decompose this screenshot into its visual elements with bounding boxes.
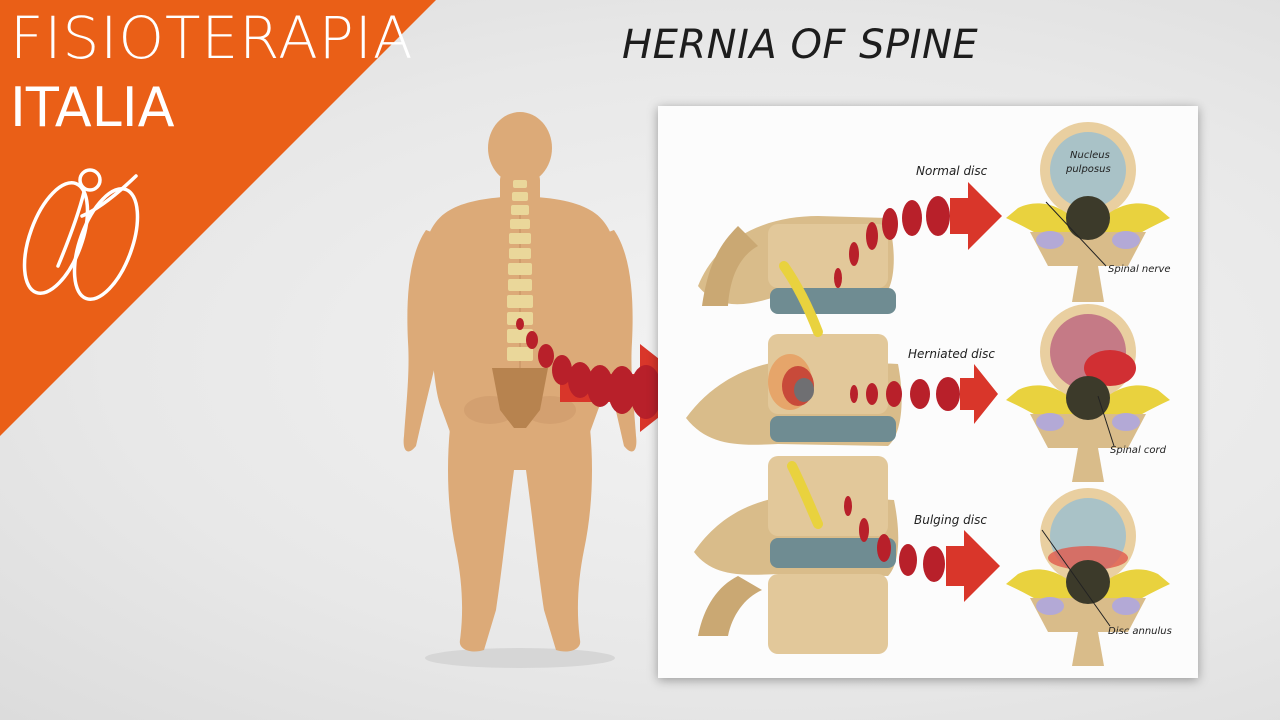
brand-banner: [0, 0, 436, 436]
brand-name-line1: FISIOTERAPIA: [10, 4, 414, 72]
spine-detail-panel: Normal disc Herniated disc Bulging disc …: [658, 106, 1198, 678]
callout-nucleus-line1: Nucleus: [1070, 150, 1110, 161]
callout-spinal-nerve: Spinal nerve: [1108, 264, 1171, 275]
page-title: HERNIA OF SPINE: [622, 22, 979, 68]
callout-disc-annulus: Disc annulus: [1108, 626, 1172, 637]
physio-figure-icon: [22, 168, 140, 301]
callout-spinal-cord: Spinal cord: [1110, 445, 1166, 456]
callout-nucleus-line2: pulposus: [1066, 164, 1111, 175]
zoom-beads-to-panel: [516, 318, 662, 419]
brand-name-line2: ITALIA: [10, 76, 175, 139]
human-body-illustration: [403, 112, 637, 668]
stage-label-herniated: Herniated disc: [908, 347, 995, 361]
stage-label-bulging: Bulging disc: [914, 513, 987, 527]
stage-label-normal: Normal disc: [916, 164, 988, 178]
spine-detail-art: [686, 122, 1170, 666]
